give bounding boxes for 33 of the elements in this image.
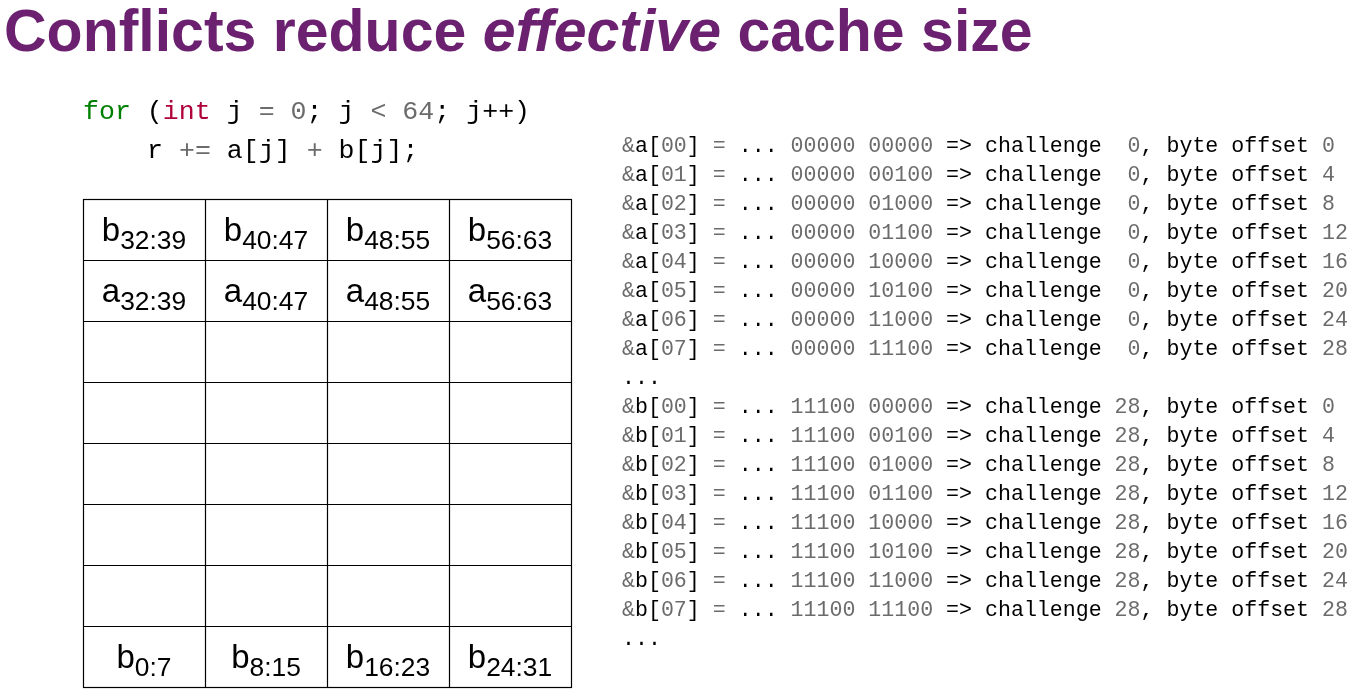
cache-block-label: b$_{48:55}$ — [345, 209, 431, 253]
address-mapping-line: &a[07] = ... 00000 11100 => challenge 0, byte offset 28 — [622, 337, 1348, 363]
address-mapping-line: &a[01] = ... 00000 00100 => challenge 0, byte offset 4 — [622, 163, 1335, 189]
cache-block-label: b$_{40:47}$ — [223, 209, 309, 253]
address-mapping-line: &a[00] = ... 00000 00000 => challenge 0, byte offset 0 — [622, 134, 1335, 160]
address-mapping-line: &b[02] = ... 11100 01000 => challenge 28, byte offset 8 — [622, 453, 1335, 479]
address-mapping-line: &b[03] = ... 11100 01100 => challenge 28, byte offset 12 — [622, 482, 1348, 508]
address-mapping-line: &a[05] = ... 00000 10100 => challenge 0, byte offset 20 — [622, 279, 1348, 305]
address-mapping-line: &b[07] = ... 11100 11100 => challenge 28, byte offset 28 — [622, 598, 1348, 624]
address-mapping-line: &a[02] = ... 00000 01000 => challenge 0, byte offset 8 — [622, 192, 1335, 218]
cache-block-label: b$_{24:31}$ — [467, 636, 553, 680]
address-mapping-line: &b[01] = ... 11100 00100 => challenge 28, byte offset 4 — [622, 424, 1335, 450]
address-mapping-line: &a[06] = ... 00000 11000 => challenge 0, byte offset 24 — [622, 308, 1348, 334]
cache-block-label: b$_{0:7}$ — [116, 636, 172, 680]
address-mapping-line: &b[00] = ... 11100 00000 => challenge 28, byte offset 0 — [622, 395, 1335, 421]
code-line: for (int j = 0; j < 64; j++) — [83, 97, 531, 129]
address-mapping-line: &b[05] = ... 11100 10100 => challenge 28, byte offset 20 — [622, 540, 1348, 566]
address-mapping-line: &a[03] = ... 00000 01100 => challenge 0, byte offset 12 — [622, 221, 1348, 247]
cache-block-label: b$_{56:63}$ — [467, 209, 553, 253]
cache-block-label: a$_{32:39}$ — [101, 270, 187, 314]
cache-block-label: b$_{8:15}$ — [231, 636, 301, 680]
ellipsis: ... — [622, 366, 661, 392]
cache-block-label: b$_{32:39}$ — [101, 209, 187, 253]
cache-block-label: b$_{16:23}$ — [345, 636, 431, 680]
address-mapping-line: &b[04] = ... 11100 10000 => challenge 28, byte offset 16 — [622, 511, 1348, 537]
address-mapping-line: &a[04] = ... 00000 10000 => challenge 0, byte offset 16 — [622, 250, 1348, 276]
cache-block-label: a$_{56:63}$ — [467, 270, 553, 314]
code-line: r += a[j] + b[j]; — [147, 136, 419, 168]
slide-title: Conflicts reduce effective cache size — [4, 0, 1033, 67]
ellipsis: ... — [622, 627, 661, 653]
cache-block-label: a$_{40:47}$ — [223, 270, 309, 314]
address-mapping-line: &b[06] = ... 11100 11000 => challenge 28, byte offset 24 — [622, 569, 1348, 595]
cache-block-label: a$_{48:55}$ — [345, 270, 431, 314]
